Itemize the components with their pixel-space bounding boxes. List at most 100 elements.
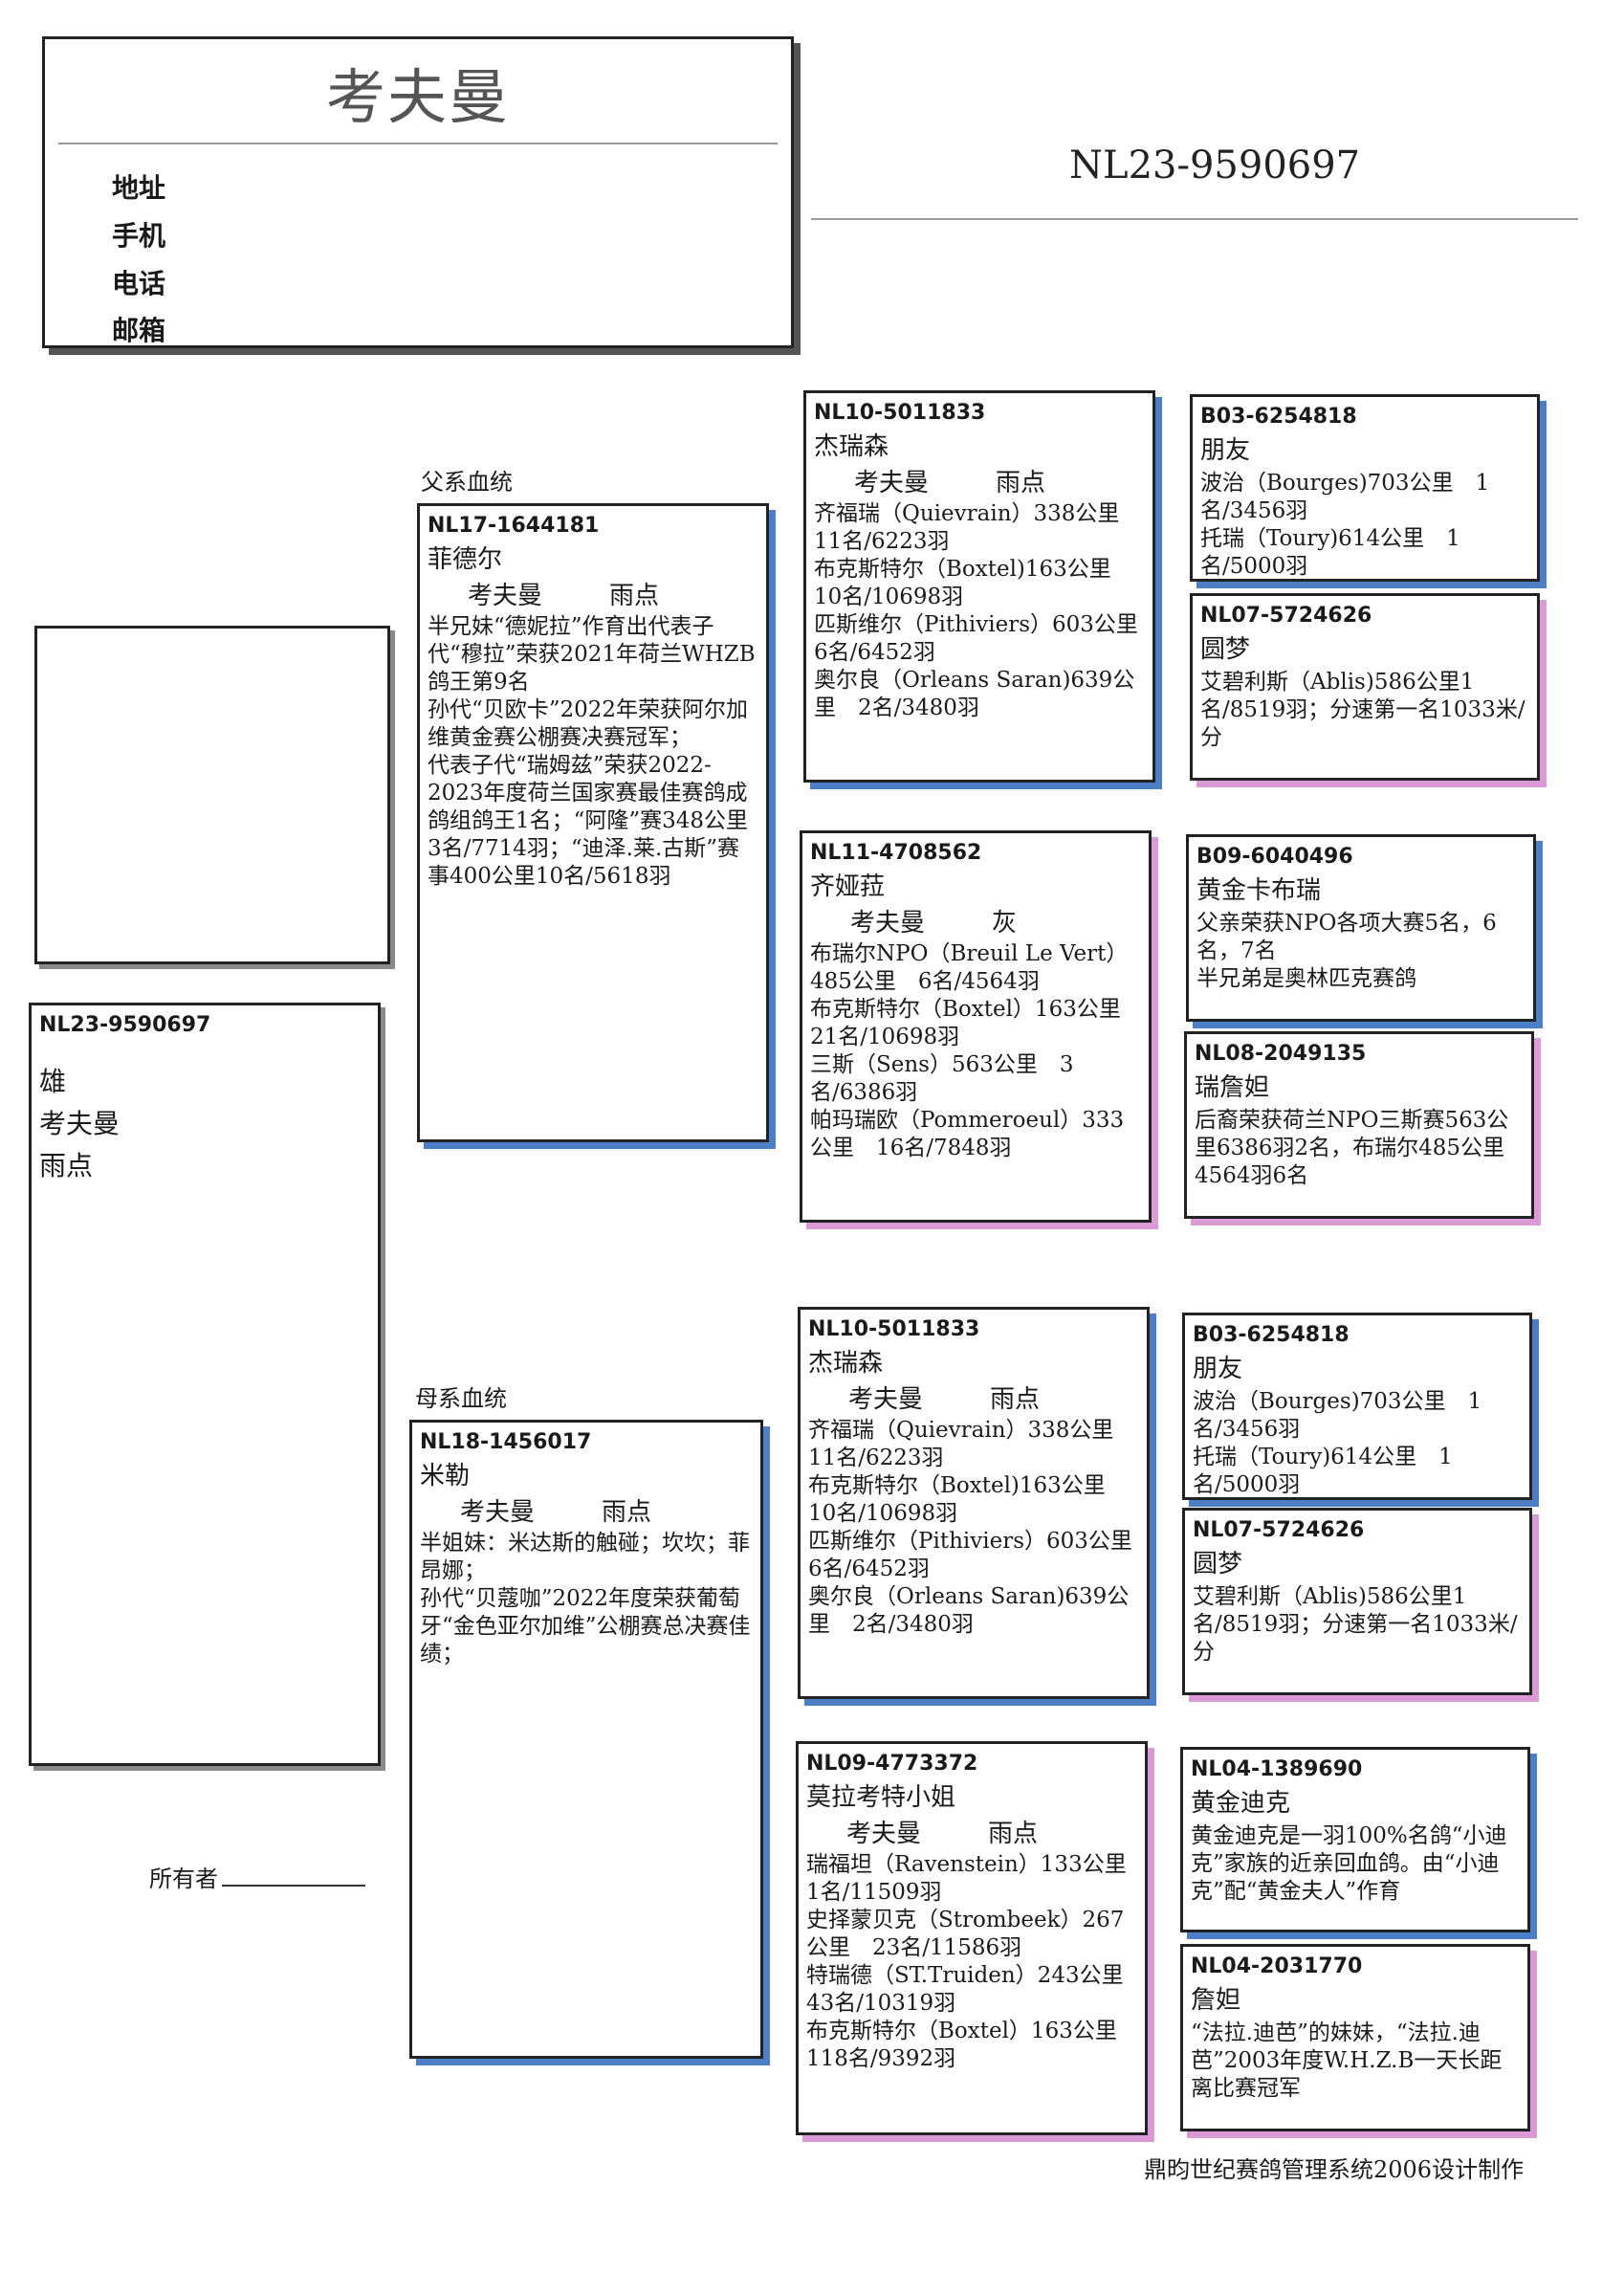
sire-color: 雨点: [609, 582, 660, 610]
dsd-box: NL07-5724626 圆梦 艾碧利斯（Ablis)586公里1名/8519羽…: [1182, 1508, 1532, 1695]
subject-ring: NL23-9590697: [39, 1013, 211, 1037]
sss-result-1: 波治（Bourges)703公里 1名/3456羽: [1200, 471, 1490, 523]
ds-breeder-color: 考夫曼雨点: [848, 1382, 1139, 1417]
dd-breeder-color: 考夫曼雨点: [846, 1817, 1137, 1851]
ds-result-2: 布克斯特尔（Boxtel)163公里 10名/10698羽: [808, 1473, 1128, 1526]
sire-line-label: 父系血统: [421, 469, 513, 496]
pigeon-ring-number: NL23-9590697: [1069, 144, 1361, 188]
sds-ring: B09-6040496: [1196, 845, 1353, 869]
sss-name: 朋友: [1200, 436, 1251, 465]
dam-line-label: 母系血统: [415, 1385, 507, 1412]
dds-name: 黄金迪克: [1191, 1789, 1291, 1818]
ss-name: 杰瑞森: [814, 432, 889, 461]
ssd-result-1: 艾碧利斯（Ablis)586公里1名/8519羽；分速第一名1033米/分: [1200, 670, 1525, 750]
dss-box: B03-6254818 朋友 波治（Bourges)703公里 1名/3456羽…: [1182, 1313, 1532, 1500]
dam-dam-box: NL09-4773372 莫拉考特小姐 考夫曼雨点 瑞福坦（Ravenstein…: [796, 1741, 1148, 2135]
sd-results: 布瑞尔NPO（Breuil Le Vert）485公里 6名/4564羽 布克斯…: [810, 940, 1141, 1162]
ssd-box: NL07-5724626 圆梦 艾碧利斯（Ablis)586公里1名/8519羽…: [1190, 593, 1540, 781]
dam-line-2: 孙代“贝蔻咖”2022年度荣获葡萄牙“金色亚尔加维”公棚赛总决赛佳绩；: [420, 1586, 751, 1667]
sdd-result-1: 后裔荣获荷兰NPO三斯赛563公里6386羽2名，布瑞尔485公里4564羽6名: [1195, 1108, 1509, 1188]
sd-result-4: 帕玛瑞欧（Pommeroeul）333公里 16名/7848羽: [810, 1108, 1125, 1160]
sire-name: 菲德尔: [428, 545, 503, 574]
dd-result-3: 特瑞德（ST.Truiden）243公里 43名/10319羽: [806, 1963, 1146, 2016]
sds-results: 父亲荣获NPO各项大赛5名，6名，7名 半兄弟是奥林匹克赛鸽: [1196, 910, 1525, 993]
subject-box: NL23-9590697 雄 考夫曼 雨点: [29, 1003, 381, 1766]
owner-field: 所有者: [149, 1860, 365, 1893]
dds-ring: NL04-1389690: [1191, 1757, 1363, 1781]
owner-header-box: 考夫曼 地址 手机 电话 邮箱: [42, 36, 794, 348]
dam-sire-box: NL10-5011833 杰瑞森 考夫曼雨点 齐福瑞（Quievrain）338…: [798, 1307, 1150, 1699]
sdd-box: NL08-2049135 瑞詹妲 后裔荣获荷兰NPO三斯赛563公里6386羽2…: [1184, 1031, 1534, 1219]
subject-color: 雨点: [39, 1150, 94, 1181]
dds-result-1: 黄金迪克是一羽100%名鸽“小迪克”家族的近亲回血鸽。由“小迪克”配“黄金夫人”…: [1191, 1823, 1507, 1904]
owner-name-title: 考夫曼: [325, 62, 510, 132]
sd-result-1: 布瑞尔NPO（Breuil Le Vert）485公里 6名/4564羽: [810, 941, 1129, 994]
sd-result-2: 布克斯特尔（Boxtel）163公里 21名/10698羽: [810, 997, 1143, 1049]
sdd-name: 瑞詹妲: [1195, 1073, 1270, 1102]
dam-description: 半姐妹：米达斯的触碰；坎坎；菲昂娜； 孙代“贝蔻咖”2022年度荣获葡萄牙“金色…: [420, 1530, 753, 1668]
sdd-ring: NL08-2049135: [1195, 1042, 1367, 1066]
sss-box: B03-6254818 朋友 波治（Bourges)703公里 1名/3456羽…: [1190, 394, 1540, 582]
sdd-results: 后裔荣获荷兰NPO三斯赛563公里6386羽2名，布瑞尔485公里4564羽6名: [1195, 1107, 1524, 1190]
sire-dam-box: NL11-4708562 齐娅菈 考夫曼灰 布瑞尔NPO（Breuil Le V…: [800, 830, 1152, 1223]
sss-results: 波治（Bourges)703公里 1名/3456羽 托瑞（Toury)614公里…: [1200, 470, 1529, 579]
ds-ring: NL10-5011833: [808, 1317, 980, 1341]
ds-result-4: 奥尔良（Orleans Saran)639公里 2名/3480羽: [808, 1584, 1130, 1637]
dam-name: 米勒: [420, 1462, 471, 1490]
header-divider: [58, 143, 778, 144]
sire-line-3: 代表子代“瑞姆兹”荣获2022-2023年度荷兰国家赛最佳赛鸽成鸽组鸽王1名；“…: [428, 753, 749, 889]
ddd-results: “法拉.迪芭”的妹妹，“法拉.迪芭”2003年度W.H.Z.B一天长距离比赛冠军: [1191, 2020, 1520, 2103]
ddd-name: 詹妲: [1191, 1986, 1241, 2015]
sire-line-2: 孙代“贝欧卡”2022年荣获阿尔加维黄金赛公棚赛决赛冠军；: [428, 697, 749, 750]
sd-ring: NL11-4708562: [810, 841, 982, 865]
dd-results: 瑞福坦（Ravenstein）133公里 1名/11509羽 史择蒙贝克（Str…: [806, 1851, 1137, 2073]
dsd-results: 艾碧利斯（Ablis)586公里1名/8519羽；分速第一名1033米/分: [1193, 1583, 1522, 1667]
ss-result-4: 奥尔良（Orleans Saran)639公里 2名/3480羽: [814, 668, 1135, 720]
sd-breeder: 考夫曼: [850, 909, 926, 938]
ds-color: 雨点: [990, 1385, 1041, 1414]
subject-sex: 雄: [39, 1066, 67, 1097]
sd-breeder-color: 考夫曼 灰: [850, 906, 1141, 940]
dss-result-2: 托瑞（Toury)614公里 1名/5000羽: [1193, 1445, 1453, 1497]
dsd-result-1: 艾碧利斯（Ablis)586公里1名/8519羽；分速第一名1033米/分: [1193, 1584, 1518, 1665]
software-credit: 鼎昀世纪赛鸽管理系统2006设计制作: [1144, 2156, 1525, 2183]
dds-results: 黄金迪克是一羽100%名鸽“小迪克”家族的近亲回血鸽。由“小迪克”配“黄金夫人”…: [1191, 1822, 1520, 1906]
dd-name: 莫拉考特小姐: [806, 1783, 956, 1812]
sd-color: 灰: [992, 909, 1018, 938]
owner-signature-line: [222, 1885, 365, 1887]
sire-sire-box: NL10-5011833 杰瑞森 考夫曼雨点 齐福瑞（Quievrain）338…: [803, 390, 1155, 783]
mobile-label: 手机: [112, 220, 166, 252]
ssd-name: 圆梦: [1200, 635, 1251, 664]
dam-line-1: 半姐妹：米达斯的触碰；坎坎；菲昂娜；: [420, 1531, 750, 1583]
ss-ring: NL10-5011833: [814, 401, 986, 425]
ds-result-3: 匹斯维尔（Pithiviers）603公里 6名/6452羽: [808, 1529, 1132, 1581]
ds-name: 杰瑞森: [808, 1349, 884, 1378]
dam-box: NL18-1456017 米勒 考夫曼雨点 半姐妹：米达斯的触碰；坎坎；菲昂娜；…: [409, 1420, 763, 2059]
pigeon-photo-frame: [34, 626, 390, 964]
sds-result-2: 半兄弟是奥林匹克赛鸽: [1196, 966, 1416, 991]
email-label: 邮箱: [112, 315, 166, 346]
phone-label: 电话: [112, 268, 166, 299]
dd-result-2: 史择蒙贝克（Strombeek）267公里 23名/11586羽: [806, 1908, 1125, 1960]
ds-results: 齐福瑞（Quievrain）338公里 11名/6223羽 布克斯特尔（Boxt…: [808, 1417, 1139, 1639]
dam-breeder-color: 考夫曼雨点: [460, 1495, 753, 1530]
ss-result-1: 齐福瑞（Quievrain）338公里 11名/6223羽: [814, 501, 1142, 554]
dss-ring: B03-6254818: [1193, 1323, 1350, 1347]
dsd-ring: NL07-5724626: [1193, 1518, 1365, 1542]
dss-name: 朋友: [1193, 1355, 1243, 1383]
ddd-ring: NL04-2031770: [1191, 1954, 1363, 1978]
dd-result-1: 瑞福坦（Ravenstein）133公里 1名/11509羽: [806, 1852, 1148, 1905]
dam-breeder: 考夫曼: [460, 1498, 536, 1527]
owner-label: 所有者: [149, 1866, 218, 1892]
sire-description: 半兄妹“德妮拉”作育出代表子代“穆拉”荣获2021年荷兰WHZB鸽王第9名 孙代…: [428, 613, 758, 891]
sire-breeder: 考夫曼: [468, 582, 543, 610]
sire-ring: NL17-1644181: [428, 514, 600, 538]
dd-result-4: 布克斯特尔（Boxtel）163公里 118名/9392羽: [806, 2019, 1139, 2071]
sds-result-1: 父亲荣获NPO各项大赛5名，6名，7名: [1196, 911, 1497, 963]
sss-ring: B03-6254818: [1200, 405, 1357, 429]
sire-box: NL17-1644181 菲德尔 考夫曼 雨点 半兄妹“德妮拉”作育出代表子代“穆…: [417, 503, 769, 1142]
dsd-name: 圆梦: [1193, 1550, 1243, 1578]
subject-breeder: 考夫曼: [39, 1108, 121, 1139]
sire-line-1: 半兄妹“德妮拉”作育出代表子代“穆拉”荣获2021年荷兰WHZB鸽王第9名: [428, 614, 756, 695]
address-label: 地址: [112, 172, 166, 204]
